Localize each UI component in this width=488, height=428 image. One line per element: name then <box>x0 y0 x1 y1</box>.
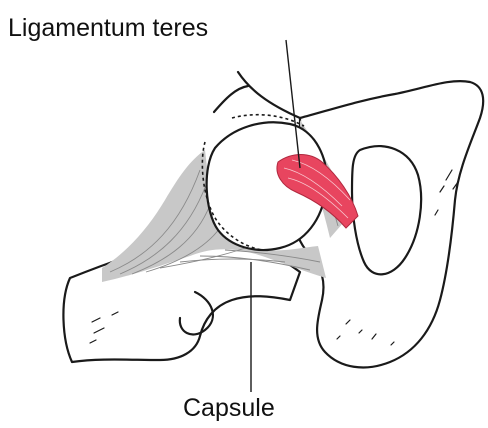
capsule-label: Capsule <box>183 396 275 421</box>
ligamentum-teres-label: Ligamentum teres <box>8 16 208 41</box>
